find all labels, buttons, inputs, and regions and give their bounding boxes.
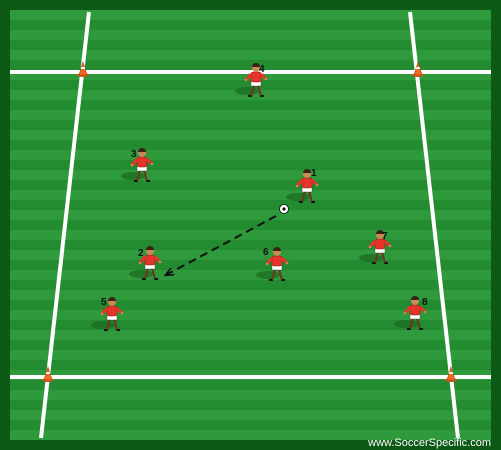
grass-stripe bbox=[10, 330, 491, 340]
player-2: 2 bbox=[127, 244, 163, 282]
grass-stripe bbox=[10, 420, 491, 430]
grass-stripe bbox=[10, 30, 491, 40]
grass-stripe bbox=[10, 320, 491, 330]
player-5-number: 5 bbox=[101, 297, 107, 308]
grass-stripe bbox=[10, 60, 491, 70]
grass-stripe bbox=[10, 120, 491, 130]
grass-stripe bbox=[10, 250, 491, 260]
grass-stripe bbox=[10, 110, 491, 120]
grass-stripe bbox=[10, 390, 491, 400]
grass-stripe bbox=[10, 160, 491, 170]
soccer-ball-icon bbox=[279, 204, 289, 214]
player-3-number: 3 bbox=[131, 149, 137, 160]
grass-stripe bbox=[10, 380, 491, 390]
player-4: 4 bbox=[233, 61, 269, 99]
grass-stripe bbox=[10, 360, 491, 370]
grass-stripe bbox=[10, 210, 491, 220]
player-3: 3 bbox=[119, 146, 155, 184]
grass-stripe bbox=[10, 200, 491, 210]
player-8-number: 8 bbox=[422, 297, 428, 308]
player-8: 8 bbox=[392, 294, 428, 332]
player-6-number: 6 bbox=[263, 247, 269, 258]
grass-stripe bbox=[10, 130, 491, 140]
grass-stripe bbox=[10, 430, 491, 440]
player-1: 1 bbox=[284, 167, 320, 205]
grass-stripe bbox=[10, 290, 491, 300]
grass-stripe bbox=[10, 50, 491, 60]
player-7-number: 7 bbox=[382, 231, 388, 242]
grass-stripe bbox=[10, 230, 491, 240]
grass-stripe bbox=[10, 410, 491, 420]
grass-stripe bbox=[10, 180, 491, 190]
right-line bbox=[408, 11, 460, 439]
player-6: 6 bbox=[254, 245, 290, 283]
player-4-number: 4 bbox=[259, 64, 265, 75]
watermark-text: www.SoccerSpecific.com bbox=[367, 437, 491, 449]
grass-stripe bbox=[10, 300, 491, 310]
grass-stripe bbox=[10, 80, 491, 90]
grass-stripe bbox=[10, 310, 491, 320]
grass-stripe bbox=[10, 280, 491, 290]
grass-stripe bbox=[10, 100, 491, 110]
grass-stripe bbox=[10, 270, 491, 280]
player-1-number: 1 bbox=[311, 168, 317, 179]
grass-stripe bbox=[10, 260, 491, 270]
left-line bbox=[39, 11, 91, 439]
grass-stripe bbox=[10, 10, 491, 20]
grass-stripe bbox=[10, 220, 491, 230]
grass-stripe bbox=[10, 400, 491, 410]
grass-stripe bbox=[10, 150, 491, 160]
grass-stripe bbox=[10, 140, 491, 150]
grass-stripe bbox=[10, 20, 491, 30]
grass-stripe bbox=[10, 170, 491, 180]
grass-stripe bbox=[10, 40, 491, 50]
pass-arrow bbox=[166, 215, 277, 275]
player-5: 5 bbox=[89, 295, 125, 333]
grass-stripe bbox=[10, 240, 491, 250]
grass-stripe bbox=[10, 340, 491, 350]
grass-stripe bbox=[10, 350, 491, 360]
player-7: 7 bbox=[357, 228, 393, 266]
grass-stripe bbox=[10, 190, 491, 200]
player-2-number: 2 bbox=[138, 248, 144, 259]
